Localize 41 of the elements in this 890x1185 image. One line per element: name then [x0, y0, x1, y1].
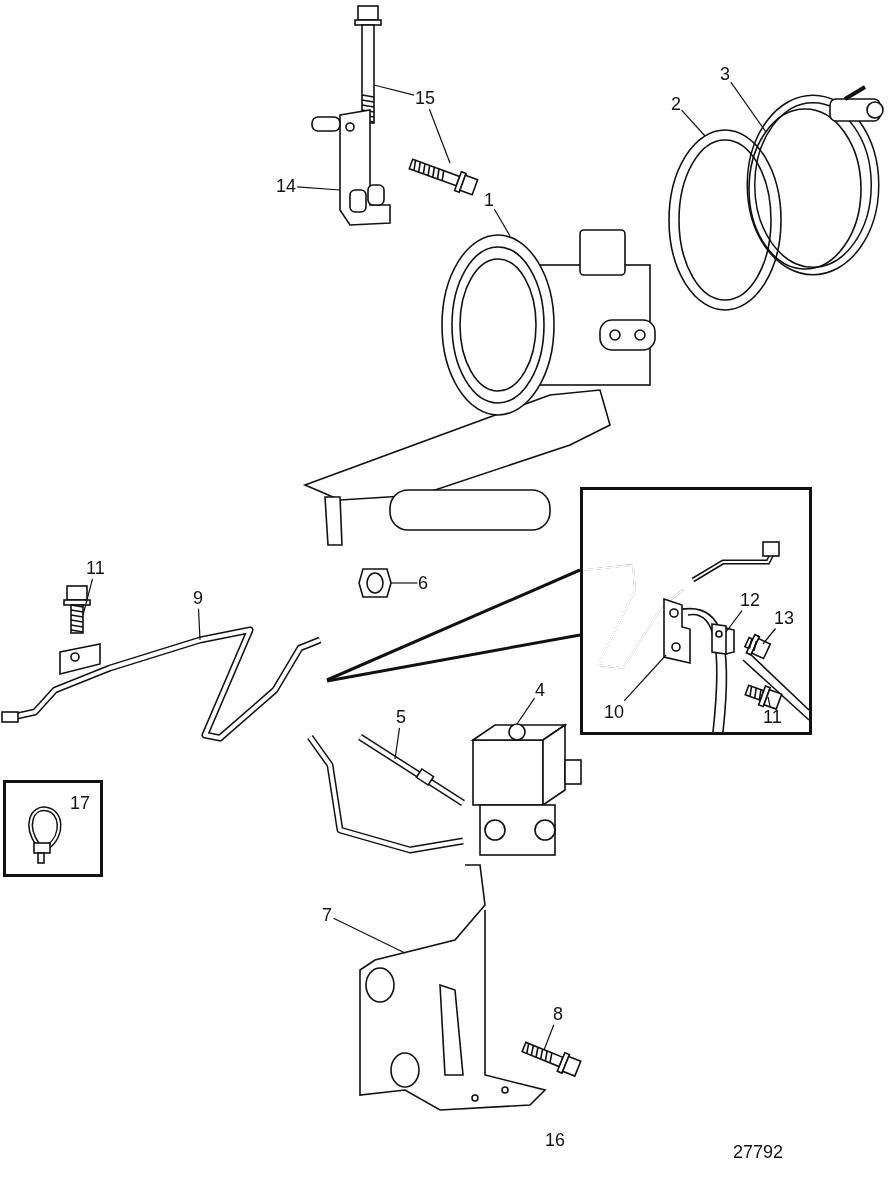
callout-number: 16 — [545, 1130, 566, 1150]
bolt-drawing — [745, 682, 785, 712]
callout-number: 14 — [276, 176, 297, 196]
callout-number: 13 — [774, 608, 795, 628]
callout-number: 1 — [484, 190, 494, 210]
bolt-drawing — [62, 585, 92, 635]
leader-line — [730, 81, 767, 133]
leader-line — [197, 608, 201, 641]
leader-line — [725, 610, 743, 633]
callout-number: 8 — [553, 1004, 563, 1024]
callout-number: 12 — [740, 590, 761, 610]
detail-frame — [3, 780, 103, 877]
leader-line — [333, 917, 406, 954]
leader-line — [390, 582, 418, 584]
leader-line — [428, 108, 451, 164]
leader-line — [82, 578, 94, 616]
leader-line — [493, 208, 511, 237]
leader-line — [373, 84, 415, 96]
leader-line — [516, 697, 536, 725]
callout-number: 11 — [86, 558, 105, 578]
clip-drawing — [708, 622, 738, 657]
leader-line — [762, 627, 777, 645]
bolt-drawing — [745, 632, 770, 657]
leader-line — [623, 654, 667, 702]
callout-number: 6 — [418, 573, 428, 593]
drawing-number: 27792 — [733, 1142, 784, 1162]
callout-number: 15 — [415, 88, 436, 108]
leader-line — [767, 696, 771, 708]
callout-number: 11 — [763, 707, 782, 727]
leader-line — [296, 186, 341, 191]
callout-number: 17 — [70, 793, 91, 813]
callout-number: 2 — [671, 94, 681, 114]
leader-line — [543, 1024, 555, 1051]
leader-line — [681, 109, 706, 137]
leader-line — [394, 727, 401, 760]
callout-number: 7 — [322, 905, 332, 925]
callout-number: 5 — [396, 707, 406, 727]
callout-number: 9 — [193, 588, 203, 608]
callout-number: 10 — [604, 702, 625, 722]
callout-number: 3 — [720, 64, 730, 84]
callout-number: 4 — [535, 680, 545, 700]
